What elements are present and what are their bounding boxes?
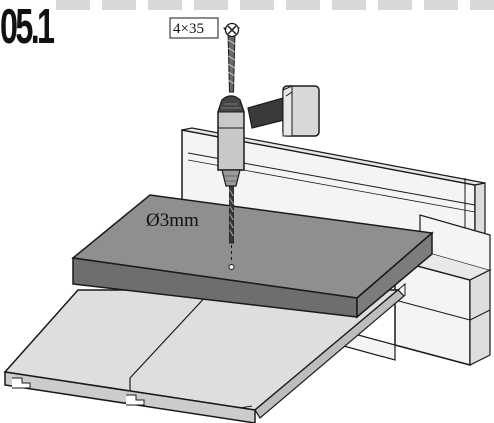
drill-bit-label-backing [144,208,228,232]
floor-planks [3,282,406,423]
header-bar [56,0,494,10]
screw-spec-label: 4×35 [173,21,204,37]
screw [223,27,240,93]
phillips-screw-head-icon [224,22,240,38]
support-blocks [339,214,492,366]
screw-spec-frame [169,17,219,39]
hand-drill [217,85,320,187]
drill-bit-size-label: Ø3mm [146,210,199,231]
